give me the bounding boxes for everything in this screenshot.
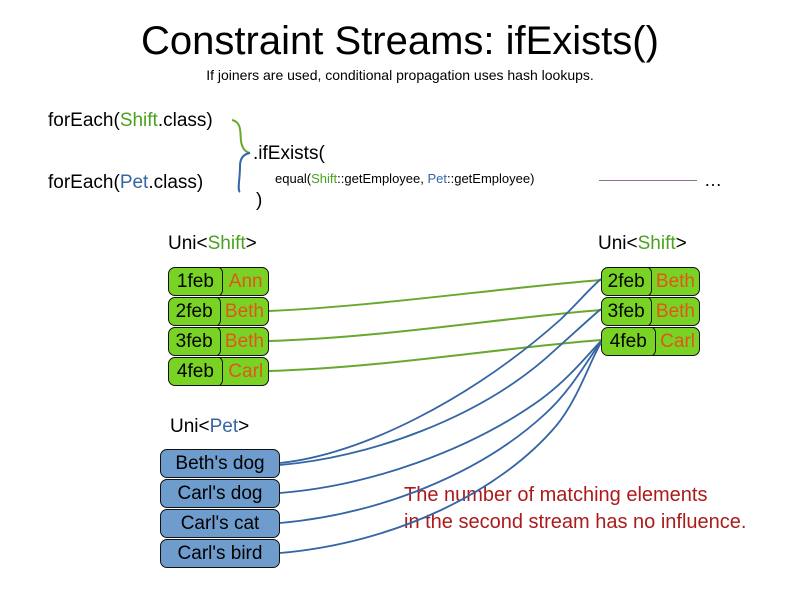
cell-date: 4feb [602,328,657,355]
annotation-note: The number of matching elements in the s… [404,482,746,536]
cell-employee: Ann [228,271,263,292]
cell-employee: Beth [224,331,264,352]
label-text: > [245,233,257,254]
cell-employee: Carl [228,361,264,382]
fact-row-pet: Carl's bird [160,539,280,568]
code-foreach-shift: forEach(Shift.class) [48,110,213,132]
wire-pet-carls-dog-4feb [279,340,602,494]
cell-pet-name: Carl's bird [177,543,263,564]
cell-date: 4feb [169,358,224,385]
ellipsis-label: … [704,170,722,190]
stream-label-pet: Uni<Pet> [170,416,249,438]
fact-row-shift-left: 2feb Beth [168,297,269,326]
cell-pet-name: Beth's dog [175,453,265,474]
code-text: .class) [157,110,213,131]
wire-shift-4feb [268,339,602,372]
wire-pet-beths-dog-2feb [279,278,602,464]
fact-row-shift-left: 4feb Carl [168,357,269,386]
wire-pet-beths-dog-3feb [279,308,602,466]
type-pet: Pet [119,172,149,193]
label-text: Uni< [598,233,638,254]
code-equal-joiner: equal(Shift::getEmployee, Pet::getEmploy… [275,171,534,187]
cell-date: 2feb [169,298,221,325]
code-text: forEach( [48,172,120,193]
cell-date: 1feb [169,268,224,295]
cell-date: 2feb [602,268,652,295]
stream-label-shift-right: Uni<Shift> [598,233,687,255]
fact-row-shift-right: 4feb Carl [601,327,700,356]
type-shift: Shift [311,171,338,186]
brace-green-arm [231,119,251,154]
brace-blue-arm [237,152,251,193]
cell-employee: Carl [660,331,695,352]
joiner-connector-rule [599,180,697,181]
label-text: Uni< [168,233,208,254]
code-text: forEach( [48,110,120,131]
cell-pet-name: Carl's cat [180,513,260,534]
label-text: Uni< [170,416,210,437]
cell-date: 3feb [169,328,221,355]
fact-row-pet: Carl's dog [160,479,280,508]
type-shift: Shift [207,233,246,254]
code-text: ::getEmployee) [447,171,535,186]
type-shift: Shift [119,110,158,131]
cell-date: 3feb [602,298,652,325]
code-close-paren: ) [256,190,263,211]
code-ifexists: .ifExists( [253,143,325,164]
wire-shift-3feb [268,309,602,342]
code-text: .class) [148,172,204,193]
cell-employee: Beth [655,271,695,292]
code-text: equal( [275,171,312,186]
fact-row-shift-right: 3feb Beth [601,297,700,326]
label-text: > [238,416,250,437]
fact-row-shift-left: 1feb Ann [168,267,269,296]
page-title: Constraint Streams: ifExists() [141,19,659,63]
fact-row-pet: Beth's dog [160,449,280,478]
code-foreach-pet: forEach(Pet.class) [48,172,203,194]
type-pet: Pet [209,416,239,437]
fact-row-pet: Carl's cat [160,509,280,538]
cell-employee: Beth [655,301,695,322]
cell-pet-name: Carl's dog [177,483,263,504]
annotation-line-2: in the second stream has no influence. [404,511,747,533]
wire-shift-2feb [268,279,602,312]
annotation-line-1: The number of matching elements [404,484,708,506]
label-text: > [675,233,687,254]
code-text: ::getEmployee, [337,171,428,186]
page-subtitle: If joiners are used, conditional propaga… [206,67,594,83]
fact-row-shift-left: 3feb Beth [168,327,269,356]
stream-label-shift-left: Uni<Shift> [168,233,257,255]
type-shift: Shift [637,233,676,254]
cell-employee: Beth [224,301,264,322]
fact-row-shift-right: 2feb Beth [601,267,700,296]
type-pet: Pet [427,171,447,186]
